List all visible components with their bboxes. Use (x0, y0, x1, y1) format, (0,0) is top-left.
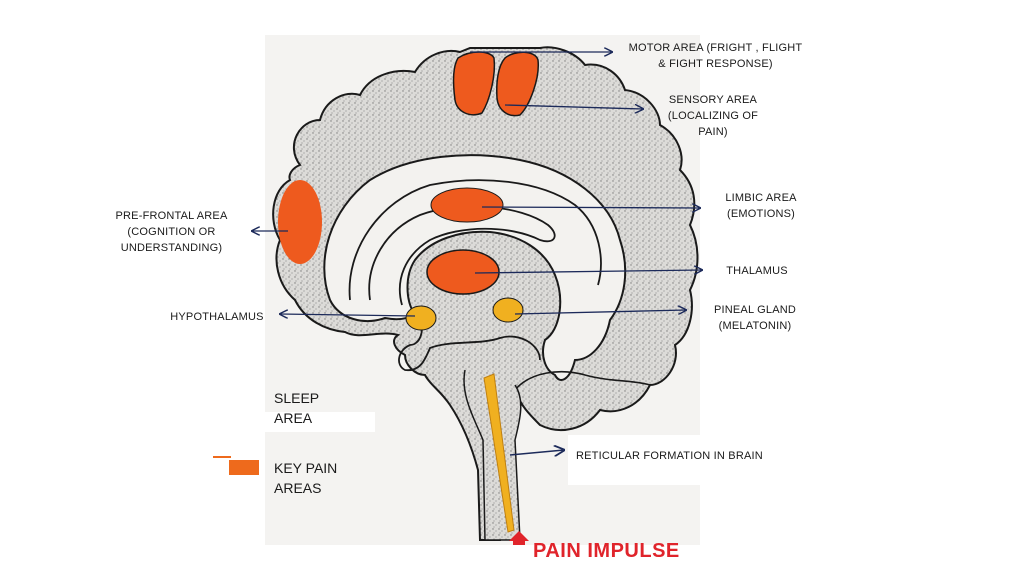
legend-background (265, 412, 375, 432)
legend-key-pain-swatch-mark (213, 456, 231, 458)
reticular-formation-arrow (509, 450, 564, 455)
pineal-gland-region (492, 297, 524, 323)
reticular-formation-region (483, 373, 515, 533)
motor-area-region (452, 51, 496, 116)
hypothalamus-region (405, 305, 437, 331)
sensory-area-region (496, 51, 539, 117)
pineal-gland-arrow (514, 310, 686, 314)
pain-impulse-background (265, 545, 705, 576)
thalamus-label: THALAMUS (726, 265, 788, 277)
inner-brain-region (323, 154, 627, 381)
thalamus-region (426, 249, 500, 295)
cerebellum-line (514, 370, 651, 391)
limbic-area-region (430, 187, 504, 223)
motor-area-label: MOTOR AREA (FRIGHT , FLIGHT & FIGHT RESP… (628, 42, 803, 70)
thalamus-arrow (474, 270, 702, 273)
midbrain-fold (398, 319, 541, 372)
corpus-callosum-fold (368, 205, 556, 306)
limbic-area-arrow (481, 207, 700, 208)
prefrontal-area-label: PRE-FRONTAL AREA (COGNITION OR UNDERSTAN… (115, 210, 228, 254)
legend-key-pain-areas: KEY PAIN AREAS (274, 460, 338, 496)
legend-key-pain-swatch (229, 460, 259, 475)
cingulate-fold (348, 179, 602, 301)
pain-impulse-label: PAIN IMPULSE (533, 540, 680, 562)
reticular-formation-label: RETICULAR FORMATION IN BRAIN (576, 450, 763, 462)
legend-sleep-area: SLEEP AREA (274, 390, 320, 426)
pineal-gland-label: PINEAL GLAND (MELATONIN) (713, 304, 797, 332)
hypothalamus-label: HYPOTHALAMUS (170, 311, 264, 323)
limbic-area-label: LIMBIC AREA (EMOTIONS) (725, 192, 797, 220)
sensory-area-arrow (504, 105, 643, 109)
reticular-label-background (568, 435, 788, 485)
hypothalamus-arrow (280, 314, 416, 316)
cerebrum-outline (272, 46, 699, 541)
sensory-area-label: SENSORY AREA (LOCALIZING OF PAIN) (667, 94, 759, 138)
prefrontal-area-region (278, 180, 322, 264)
